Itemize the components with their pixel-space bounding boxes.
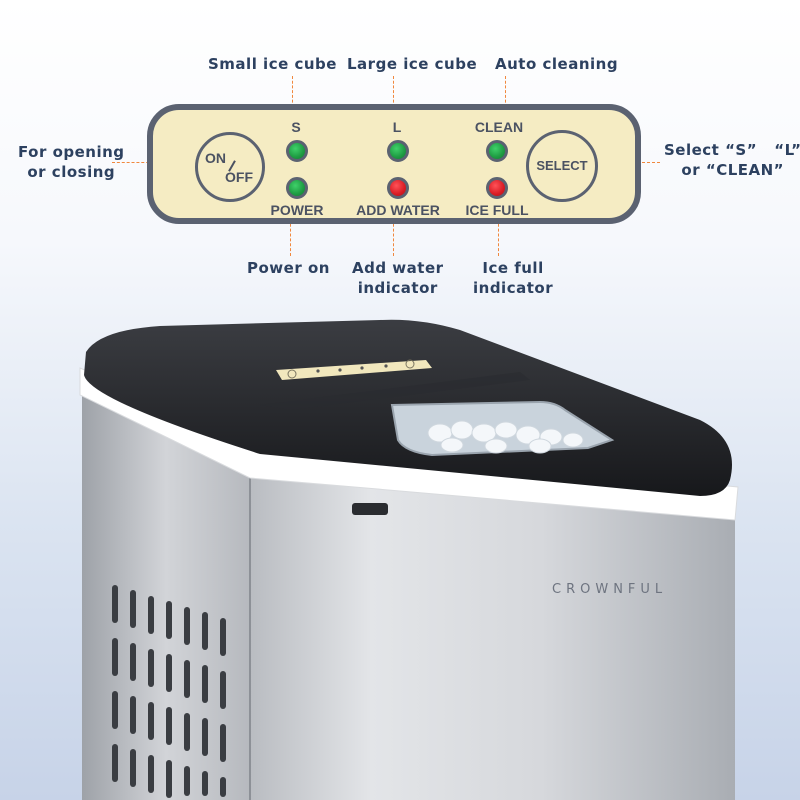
callout-large-ice-cube: Large ice cube [347, 55, 478, 73]
callout-select: Select “S” “L” or “CLEAN” [664, 140, 800, 180]
callout-for-opening-line1: For opening [18, 143, 125, 161]
leader-small-ice-cube [292, 76, 293, 112]
control-panel: ON OFF S L CLEAN POWER ADD WATER ICE FUL… [147, 104, 641, 224]
on-label: ON [205, 150, 226, 166]
led-power [286, 177, 308, 199]
callout-add-water-line1: Add water [352, 259, 444, 277]
ice-full-label: ICE FULL [465, 202, 529, 218]
callout-ice-full-line1: Ice full [482, 259, 544, 277]
led-s [286, 140, 308, 162]
callout-power-on: Power on [247, 259, 330, 277]
callout-ice-full: Ice full indicator [473, 258, 553, 298]
leader-ice-full [498, 214, 499, 256]
callout-auto-cleaning: Auto cleaning [495, 55, 619, 73]
on-off-button[interactable]: ON OFF [195, 132, 265, 202]
led-ice-full [486, 177, 508, 199]
ice-cubes [427, 420, 584, 454]
led-l [387, 140, 409, 162]
machine-front-face [250, 478, 735, 800]
callout-small-ice-cube: Small ice cube [208, 55, 337, 73]
lid-tab [352, 503, 388, 515]
callout-for-opening-line2: or closing [27, 163, 116, 181]
s-label: S [291, 119, 301, 135]
lid-control-panel [276, 360, 432, 380]
vent-slots [112, 585, 226, 798]
callout-ice-full-line2: indicator [473, 279, 554, 297]
leader-large-ice-cube [393, 76, 394, 112]
select-button[interactable]: SELECT [526, 130, 598, 202]
callout-add-water: Add water indicator [352, 258, 444, 298]
leader-power-on [290, 214, 291, 256]
leader-auto-cleaning [505, 76, 506, 112]
callout-select-line1: Select “S” “L” [664, 141, 800, 159]
add-water-label: ADD WATER [356, 202, 440, 218]
callout-add-water-line2: indicator [357, 279, 438, 297]
power-label: POWER [270, 202, 324, 218]
clean-label: CLEAN [474, 119, 524, 135]
off-label: OFF [225, 169, 253, 185]
l-label: L [392, 119, 402, 135]
callout-select-line2: or “CLEAN” [681, 161, 785, 179]
leader-add-water [393, 214, 394, 256]
led-add-water [387, 177, 409, 199]
callout-for-opening: For opening or closing [18, 142, 125, 182]
brand-logo-text: CROWNFUL [552, 582, 668, 597]
led-clean [486, 140, 508, 162]
select-label: SELECT [536, 158, 588, 173]
